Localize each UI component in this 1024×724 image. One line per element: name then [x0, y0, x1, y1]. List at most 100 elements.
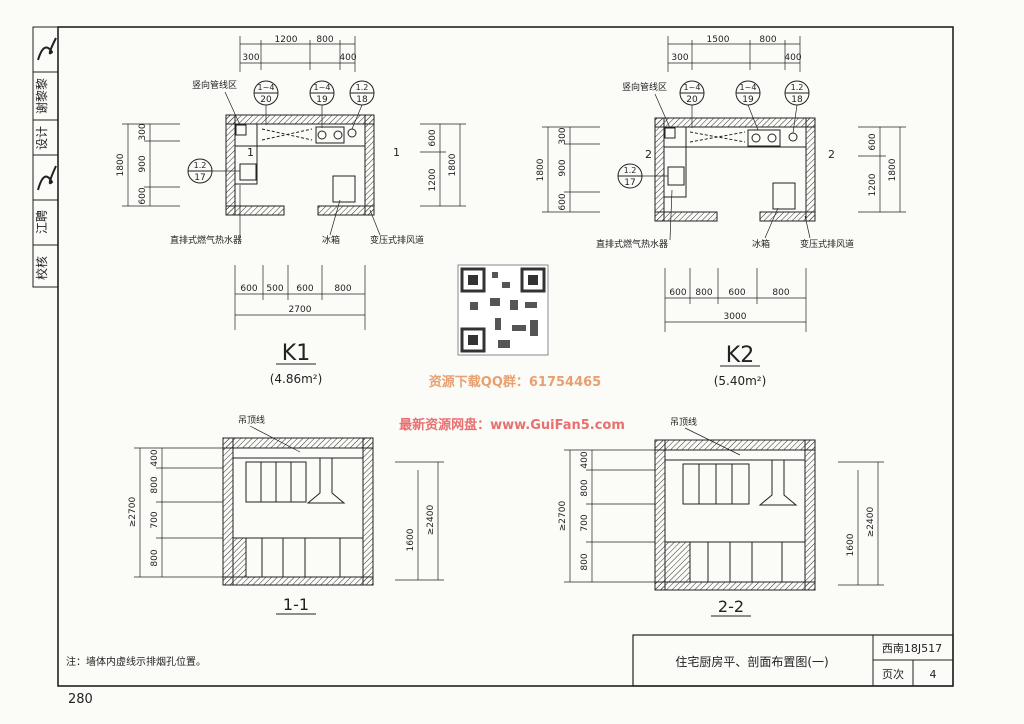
svg-text:1600: 1600 — [406, 528, 416, 551]
svg-text:1: 1 — [393, 146, 400, 159]
svg-text:≥2700: ≥2700 — [128, 497, 138, 528]
sheet-border — [57, 26, 954, 687]
svg-text:1.2: 1.2 — [194, 161, 207, 170]
svg-text:600: 600 — [669, 288, 686, 298]
svg-text:1200: 1200 — [868, 173, 878, 196]
section-2-title: 2-2 — [718, 597, 744, 616]
svg-text:300: 300 — [138, 123, 148, 140]
page-no: 4 — [930, 668, 937, 681]
plan-k2: 1500 800 300 400 1~4 20 1~4 19 1.2 18 — [536, 35, 906, 388]
svg-text:20: 20 — [260, 95, 272, 105]
svg-text:1600: 1600 — [846, 533, 856, 556]
signature-mark-1 — [37, 37, 57, 61]
plan-k1: 1200 800 300 400 1~4 20 1~4 19 1.2 18 — [116, 35, 466, 386]
page-label: 页次 — [882, 667, 904, 681]
svg-text:700: 700 — [580, 514, 590, 531]
svg-text:1.2: 1.2 — [624, 166, 637, 175]
k1-title: K1 — [282, 341, 310, 366]
svg-text:600: 600 — [868, 133, 878, 150]
svg-text:1200: 1200 — [428, 168, 438, 191]
svg-text:≥2400: ≥2400 — [866, 507, 876, 538]
svg-text:700: 700 — [150, 511, 160, 528]
svg-text:18: 18 — [356, 95, 368, 105]
svg-text:3000: 3000 — [724, 312, 747, 322]
k1-fridge — [332, 175, 356, 203]
svg-text:1.2: 1.2 — [791, 83, 804, 92]
sheet-title: 住宅厨房平、剖面布置图(一) — [675, 654, 828, 669]
k1-dim-top-3: 300 — [242, 53, 259, 63]
svg-text:600: 600 — [138, 187, 148, 204]
k1-stove — [315, 126, 345, 144]
svg-text:800: 800 — [580, 553, 590, 570]
k2-title: K2 — [726, 343, 754, 368]
svg-text:800: 800 — [334, 284, 351, 294]
k1-label-fridge: 冰箱 — [322, 234, 340, 246]
svg-text:600: 600 — [428, 129, 438, 146]
svg-text:400: 400 — [150, 449, 160, 466]
note-text: 注：墙体内虚线示排烟孔位置。 — [66, 655, 206, 668]
svg-text:1~4: 1~4 — [258, 83, 275, 92]
title-block: 住宅厨房平、剖面布置图(一) 西南18J517 页次 4 — [632, 634, 954, 687]
svg-text:1~4: 1~4 — [684, 83, 701, 92]
page-number: 280 — [68, 692, 93, 707]
svg-text:600: 600 — [296, 284, 313, 294]
svg-text:800: 800 — [150, 476, 160, 493]
k1-sink — [239, 163, 257, 181]
svg-text:17: 17 — [194, 173, 205, 183]
svg-text:2: 2 — [645, 148, 652, 161]
s2-base-cabinets — [689, 541, 806, 583]
svg-text:1500: 1500 — [707, 35, 730, 45]
svg-text:1800: 1800 — [536, 158, 546, 181]
svg-text:600: 600 — [728, 288, 745, 298]
svg-text:17: 17 — [624, 178, 635, 188]
k1-dim-top-2: 800 — [316, 35, 333, 45]
svg-text:400: 400 — [784, 53, 801, 63]
svg-text:≥2400: ≥2400 — [426, 505, 436, 536]
k2-sink — [667, 166, 685, 186]
svg-text:1800: 1800 — [116, 153, 126, 176]
sidebar-role-1: 校核 — [34, 256, 49, 280]
svg-text:19: 19 — [742, 95, 754, 105]
svg-text:19: 19 — [316, 95, 328, 105]
svg-text:直排式燃气热水器: 直排式燃气热水器 — [596, 238, 668, 250]
svg-text:400: 400 — [580, 451, 590, 468]
sidebar-role-2: 江聘 — [35, 210, 49, 234]
svg-text:冰箱: 冰箱 — [752, 238, 770, 250]
k1-dim-top-4: 400 — [339, 53, 356, 63]
svg-text:2: 2 — [828, 148, 835, 161]
svg-text:900: 900 — [558, 159, 568, 176]
k1-label-heater: 直排式燃气热水器 — [170, 234, 242, 246]
k1-label-duct: 变压式排风道 — [370, 234, 424, 246]
svg-text:1~4: 1~4 — [740, 83, 757, 92]
svg-text:1~4: 1~4 — [314, 83, 331, 92]
svg-text:≥2700: ≥2700 — [558, 501, 568, 532]
qr-code — [457, 264, 549, 356]
watermark-qq: 资源下载QQ群：61754465 — [429, 374, 601, 390]
svg-text:18: 18 — [791, 95, 803, 105]
k1-area: (4.86m²) — [270, 372, 323, 386]
k1-dim-top-1: 1200 — [275, 35, 298, 45]
svg-text:变压式排风道: 变压式排风道 — [800, 238, 854, 250]
svg-text:2700: 2700 — [289, 305, 312, 315]
svg-text:900: 900 — [138, 155, 148, 172]
sidebar-role-3: 设计 — [35, 126, 49, 150]
k2-area: (5.40m²) — [714, 374, 767, 388]
svg-text:竖向管线区: 竖向管线区 — [622, 81, 667, 93]
svg-text:800: 800 — [150, 549, 160, 566]
signature-mark-2 — [37, 165, 57, 191]
s2-range-hood — [758, 460, 798, 506]
s1-range-hood — [306, 458, 346, 504]
standard-number: 西南18J517 — [882, 642, 942, 655]
svg-text:800: 800 — [759, 35, 776, 45]
section-2-2: 吊顶线 ≥2700 400 800 700 800 1600 ≥2400 2-2 — [558, 416, 884, 617]
svg-text:吊顶线: 吊顶线 — [238, 414, 265, 426]
svg-text:800: 800 — [695, 288, 712, 298]
svg-text:600: 600 — [558, 193, 568, 210]
svg-text:20: 20 — [686, 95, 698, 105]
svg-text:800: 800 — [580, 479, 590, 496]
k2-stove — [747, 129, 781, 147]
svg-text:1800: 1800 — [448, 153, 458, 176]
svg-text:1.2: 1.2 — [356, 83, 369, 92]
svg-text:300: 300 — [671, 53, 688, 63]
svg-text:吊顶线: 吊顶线 — [670, 416, 697, 428]
